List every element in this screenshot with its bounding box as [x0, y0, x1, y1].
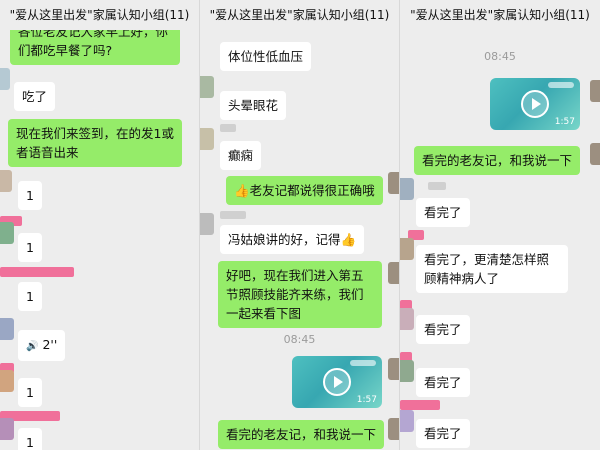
- panel-divider: [199, 0, 200, 450]
- message-bubble[interactable]: 看完的老友记，和我说一下: [414, 146, 581, 175]
- message-bubble[interactable]: 1: [18, 233, 42, 262]
- message-bubble[interactable]: 冯姑娘讲的好，记得👍: [220, 225, 365, 254]
- avatar[interactable]: [400, 360, 414, 382]
- avatar[interactable]: [400, 238, 414, 260]
- message-bubble[interactable]: 现在我们来签到，在的发1或者语音出来: [8, 119, 182, 167]
- message-bubble[interactable]: 看完了: [416, 315, 470, 344]
- avatar[interactable]: [200, 76, 214, 98]
- message-bubble[interactable]: 看完了，更清楚怎样照顾精神病人了: [416, 245, 568, 293]
- timestamp: 08:45: [484, 50, 516, 63]
- message-bubble[interactable]: 看完了: [416, 368, 470, 397]
- avatar[interactable]: [388, 262, 399, 284]
- chat-title: "爱从这里出发"家属认知小组(11): [200, 0, 399, 30]
- timestamp: 08:45: [283, 333, 316, 346]
- avatar[interactable]: [200, 213, 214, 235]
- thumbs-up-icon: 👍: [234, 183, 250, 198]
- voice-message[interactable]: 🔊 2'': [18, 330, 66, 361]
- avatar[interactable]: [0, 318, 14, 340]
- chat-panel-3: "爱从这里出发"家属认知小组(11) 08:45 1:57 看完的老友记，和我说…: [400, 0, 600, 450]
- message-bubble[interactable]: 看完了: [416, 419, 470, 448]
- redaction-bar: [0, 216, 22, 226]
- message-bubble[interactable]: 吃了: [14, 82, 56, 111]
- message-bubble[interactable]: 头晕眼花: [220, 91, 287, 120]
- message-bubble[interactable]: 1: [18, 378, 42, 407]
- message-bubble[interactable]: 体位性低血压: [220, 42, 312, 71]
- video-message[interactable]: 1:57: [292, 356, 382, 408]
- avatar[interactable]: [200, 128, 214, 150]
- message-bubble[interactable]: 👍老友记都说得很正确哦: [226, 176, 383, 205]
- message-bubble[interactable]: 1: [18, 428, 42, 450]
- redaction-bar: [0, 267, 74, 277]
- voice-icon: 🔊: [26, 341, 39, 352]
- avatar[interactable]: [0, 222, 14, 244]
- redaction-bar: [0, 363, 14, 373]
- avatar[interactable]: [400, 178, 414, 200]
- avatar[interactable]: [388, 418, 399, 440]
- message-bubble[interactable]: 看完了: [416, 198, 470, 227]
- video-duration: 1:57: [554, 117, 575, 127]
- chat-panel-2: "爱从这里出发"家属认知小组(11) 体位性低血压 头晕眼花 癫痫 👍老友记都说…: [200, 0, 399, 450]
- redaction-bar: [408, 230, 424, 240]
- message-bubble[interactable]: 1: [18, 181, 42, 210]
- sender-name: [428, 182, 446, 190]
- avatar[interactable]: [388, 358, 399, 380]
- avatar[interactable]: [0, 370, 14, 392]
- play-icon[interactable]: [323, 368, 351, 396]
- sender-name: [220, 124, 236, 132]
- avatar[interactable]: [0, 418, 14, 440]
- avatar[interactable]: [590, 80, 600, 102]
- chat-panel-1: "爱从这里出发"家属认知小组(11) 各位老友记大家早上好，你们都吃早餐了吗? …: [0, 0, 199, 450]
- avatar[interactable]: [0, 68, 10, 90]
- message-bubble[interactable]: 看完的老友记，和我说一下: [218, 420, 385, 449]
- message-bubble[interactable]: 好吧，现在我们进入第五节照顾技能齐来练，我们一起来看下图: [218, 261, 382, 328]
- avatar[interactable]: [590, 143, 600, 165]
- panel-divider: [399, 0, 400, 450]
- avatar[interactable]: [400, 410, 414, 432]
- redaction-bar: [0, 411, 60, 421]
- avatar[interactable]: [388, 172, 399, 194]
- video-badge: [548, 82, 574, 88]
- sender-name: [220, 211, 246, 219]
- thumbs-up-icon: 👍: [340, 232, 357, 247]
- message-bubble[interactable]: 癫痫: [220, 141, 262, 170]
- play-icon[interactable]: [521, 90, 549, 118]
- redaction-bar: [400, 300, 412, 310]
- message-bubble[interactable]: 1: [18, 282, 42, 311]
- avatar[interactable]: [0, 170, 12, 192]
- redaction-bar: [400, 400, 440, 410]
- chat-title: "爱从这里出发"家属认知小组(11): [0, 0, 199, 30]
- video-duration: 1:57: [356, 395, 377, 405]
- video-badge: [350, 360, 376, 366]
- video-message[interactable]: 1:57: [490, 78, 580, 130]
- chat-title: "爱从这里出发"家属认知小组(11): [400, 0, 600, 30]
- redaction-bar: [400, 352, 412, 362]
- avatar[interactable]: [400, 308, 414, 330]
